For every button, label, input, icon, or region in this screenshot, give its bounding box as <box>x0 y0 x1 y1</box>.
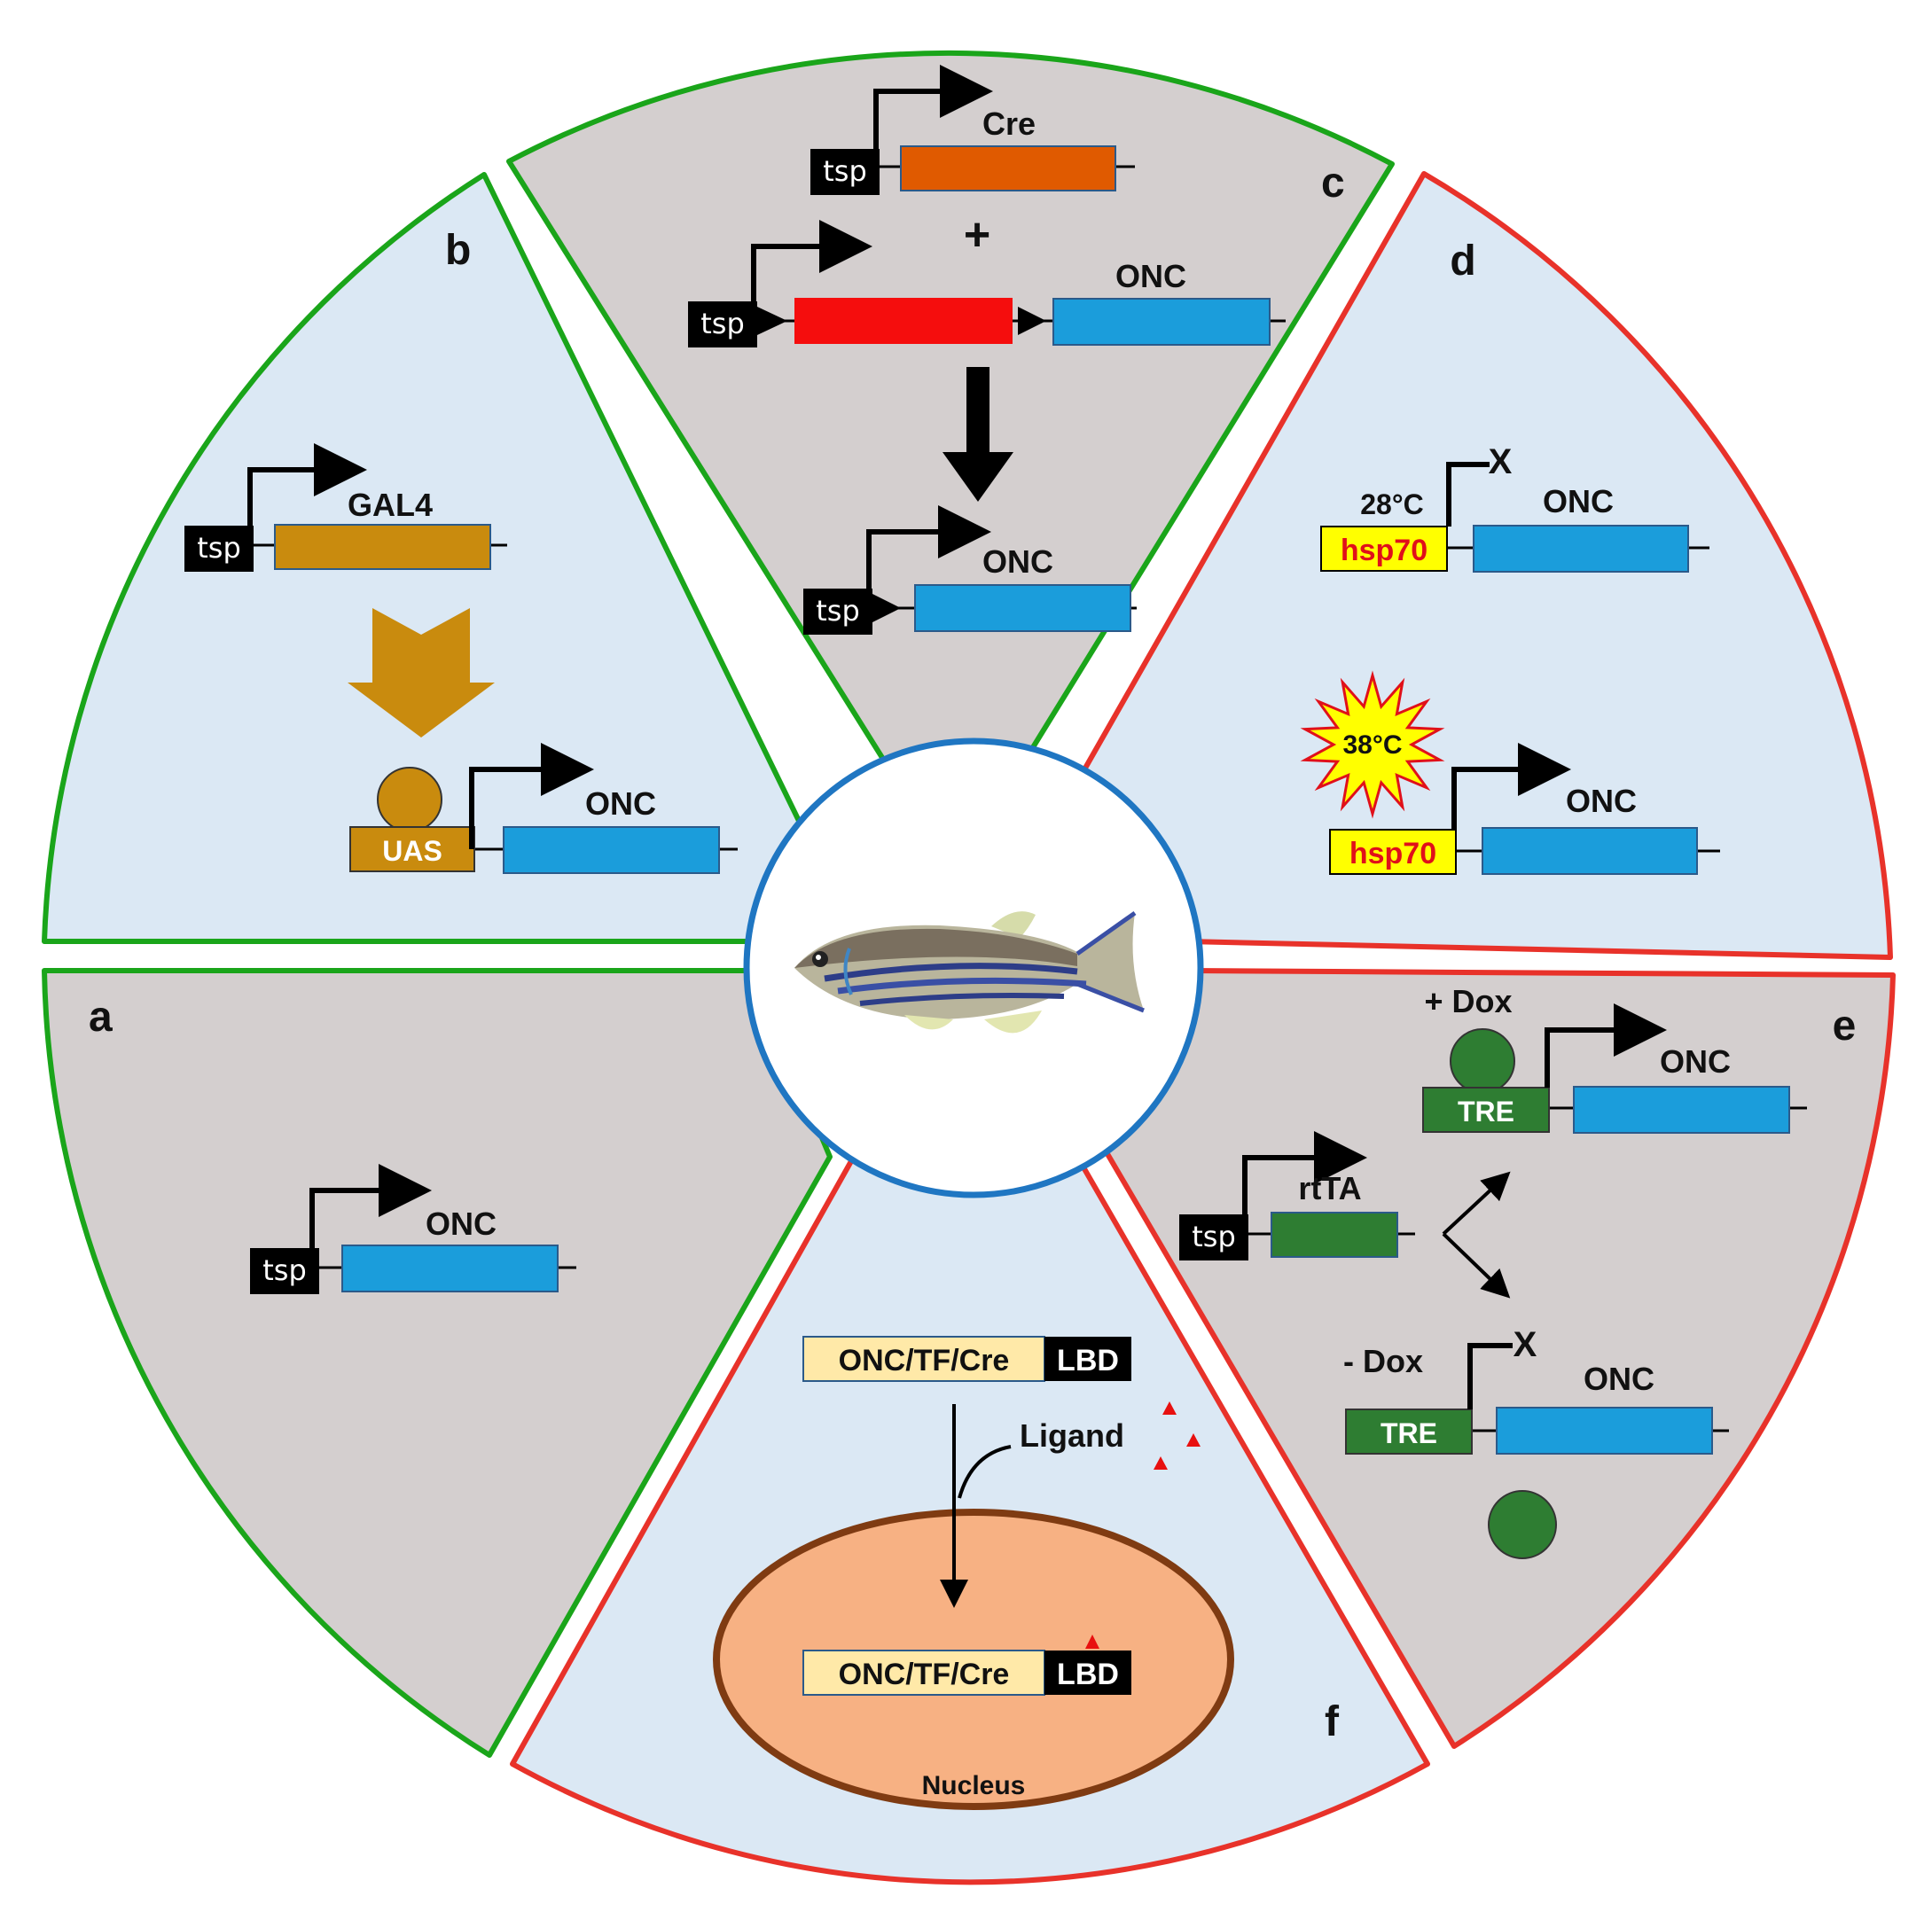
panel-e-promoter: tsp <box>1179 1214 1248 1260</box>
panel-b: b tsp GAL4 UAS ONC <box>184 227 738 874</box>
svg-text:tsp: tsp <box>1192 1220 1236 1253</box>
panel-b-gold-arrow <box>348 608 495 737</box>
panel-c-cre-box <box>900 145 1116 191</box>
svg-text:tsp: tsp <box>700 307 745 340</box>
panel-b-letter: b <box>445 227 471 274</box>
panel-e-tre: TRE <box>1422 1087 1550 1133</box>
panel-c-promoter2: tsp <box>688 301 757 347</box>
panel-b-gal4-box <box>274 524 491 570</box>
panel-c-onc-label: ONC <box>1115 258 1186 294</box>
svg-text:hsp70: hsp70 <box>1349 837 1436 870</box>
panel-d-onc-label2: ONC <box>1566 783 1637 819</box>
panel-a-onc-box <box>341 1245 559 1292</box>
panel-f-fusion-top: ONC/TF/Cre LBD <box>802 1336 1131 1382</box>
panel-d-letter: d <box>1450 238 1475 285</box>
panel-d-hsp70-2: hsp70 <box>1329 829 1457 875</box>
panel-c-down-arrow <box>943 367 1013 502</box>
panel-d-onc-box <box>1473 525 1689 573</box>
panel-c-cre-label: Cre <box>982 105 1036 142</box>
panel-a-letter: a <box>89 994 113 1041</box>
panel-f-fusion-bottom: ONC/TF/Cre LBD <box>802 1650 1131 1696</box>
panel-d: d 28°C hsp70 X ONC 38°C hsp70 ONC <box>1300 238 1720 875</box>
panel-e-tre2: TRE <box>1345 1409 1473 1455</box>
svg-text:ONC/TF/Cre: ONC/TF/Cre <box>839 1658 1010 1691</box>
svg-text:tsp: tsp <box>262 1253 307 1287</box>
panel-c-stop-box <box>794 298 1013 344</box>
panel-c-promoter: tsp <box>810 149 880 195</box>
zebrafish-icon <box>794 910 1145 1034</box>
panel-a-onc-label: ONC <box>426 1206 497 1242</box>
svg-text:TRE: TRE <box>1458 1096 1514 1128</box>
panel-d-hsp70: hsp70 <box>1320 526 1448 572</box>
panel-c-onc-label2: ONC <box>982 543 1053 580</box>
nucleus-label: Nucleus <box>922 1771 1026 1800</box>
panel-e-rtta-protein <box>1488 1490 1557 1559</box>
panel-b-onc-label: ONC <box>585 785 656 822</box>
panel-c-onc-box <box>1052 298 1271 346</box>
panel-d-onc-label: ONC <box>1543 483 1614 519</box>
svg-text:LBD: LBD <box>1057 1658 1119 1691</box>
panel-e-block: X <box>1514 1325 1537 1364</box>
panel-b-promoter: tsp <box>184 526 254 572</box>
panel-e-onc-label2: ONC <box>1584 1361 1654 1397</box>
panel-c-letter: c <box>1321 160 1345 207</box>
svg-text:tsp: tsp <box>197 531 241 565</box>
panel-b-onc-box <box>503 826 720 874</box>
svg-text:tsp: tsp <box>823 154 867 188</box>
panel-e: e + Dox TRE ONC tsp rtTA - Dox TRE X <box>1179 983 1857 1559</box>
panel-f-letter: f <box>1325 1698 1340 1745</box>
panel-e-onc-box <box>1573 1086 1790 1134</box>
panel-e-rtta-label: rtTA <box>1298 1170 1361 1206</box>
panel-a-sector <box>42 968 833 1758</box>
panel-a-promoter: tsp <box>250 1248 319 1294</box>
svg-text:TRE: TRE <box>1381 1417 1437 1449</box>
panel-f: f ONC/TF/Cre LBD Nucleus Ligand ONC/TF/C… <box>713 1336 1340 1810</box>
panel-b-gal4-label: GAL4 <box>348 487 433 523</box>
panel-e-plus-dox: + Dox <box>1424 983 1512 1019</box>
panel-e-sector <box>1104 968 1896 1749</box>
panel-d-onc-box2 <box>1482 827 1698 875</box>
panel-c-plus: + <box>964 209 990 261</box>
svg-text:tsp: tsp <box>816 594 860 628</box>
panel-b-uas: UAS <box>349 826 475 872</box>
ligand-triangles-icon <box>1085 1401 1201 1649</box>
svg-text:38°C: 38°C <box>1342 730 1402 760</box>
panel-e-letter: e <box>1833 1003 1857 1050</box>
svg-text:hsp70: hsp70 <box>1341 534 1427 567</box>
panel-e-onc-label: ONC <box>1660 1043 1731 1080</box>
panel-c-promoter3: tsp <box>803 589 872 635</box>
panel-a: a tsp ONC <box>89 994 576 1294</box>
panel-d-temp-low: 28°C <box>1360 488 1424 520</box>
panel-e-onc-box2 <box>1496 1407 1713 1455</box>
svg-text:ONC/TF/Cre: ONC/TF/Cre <box>839 1344 1010 1377</box>
svg-text:LBD: LBD <box>1057 1344 1119 1377</box>
panel-c-onc-box2 <box>914 584 1131 632</box>
panel-f-ligand-label: Ligand <box>1020 1417 1124 1454</box>
panel-c: c tsp Cre + tsp ONC tsp O <box>688 65 1345 635</box>
svg-text:UAS: UAS <box>382 835 442 867</box>
panel-e-rtta-box <box>1271 1212 1398 1258</box>
heat-shock-starburst-icon: 38°C <box>1300 670 1445 819</box>
panel-d-block: X <box>1489 442 1513 481</box>
panel-e-minus-dox: - Dox <box>1343 1343 1423 1379</box>
